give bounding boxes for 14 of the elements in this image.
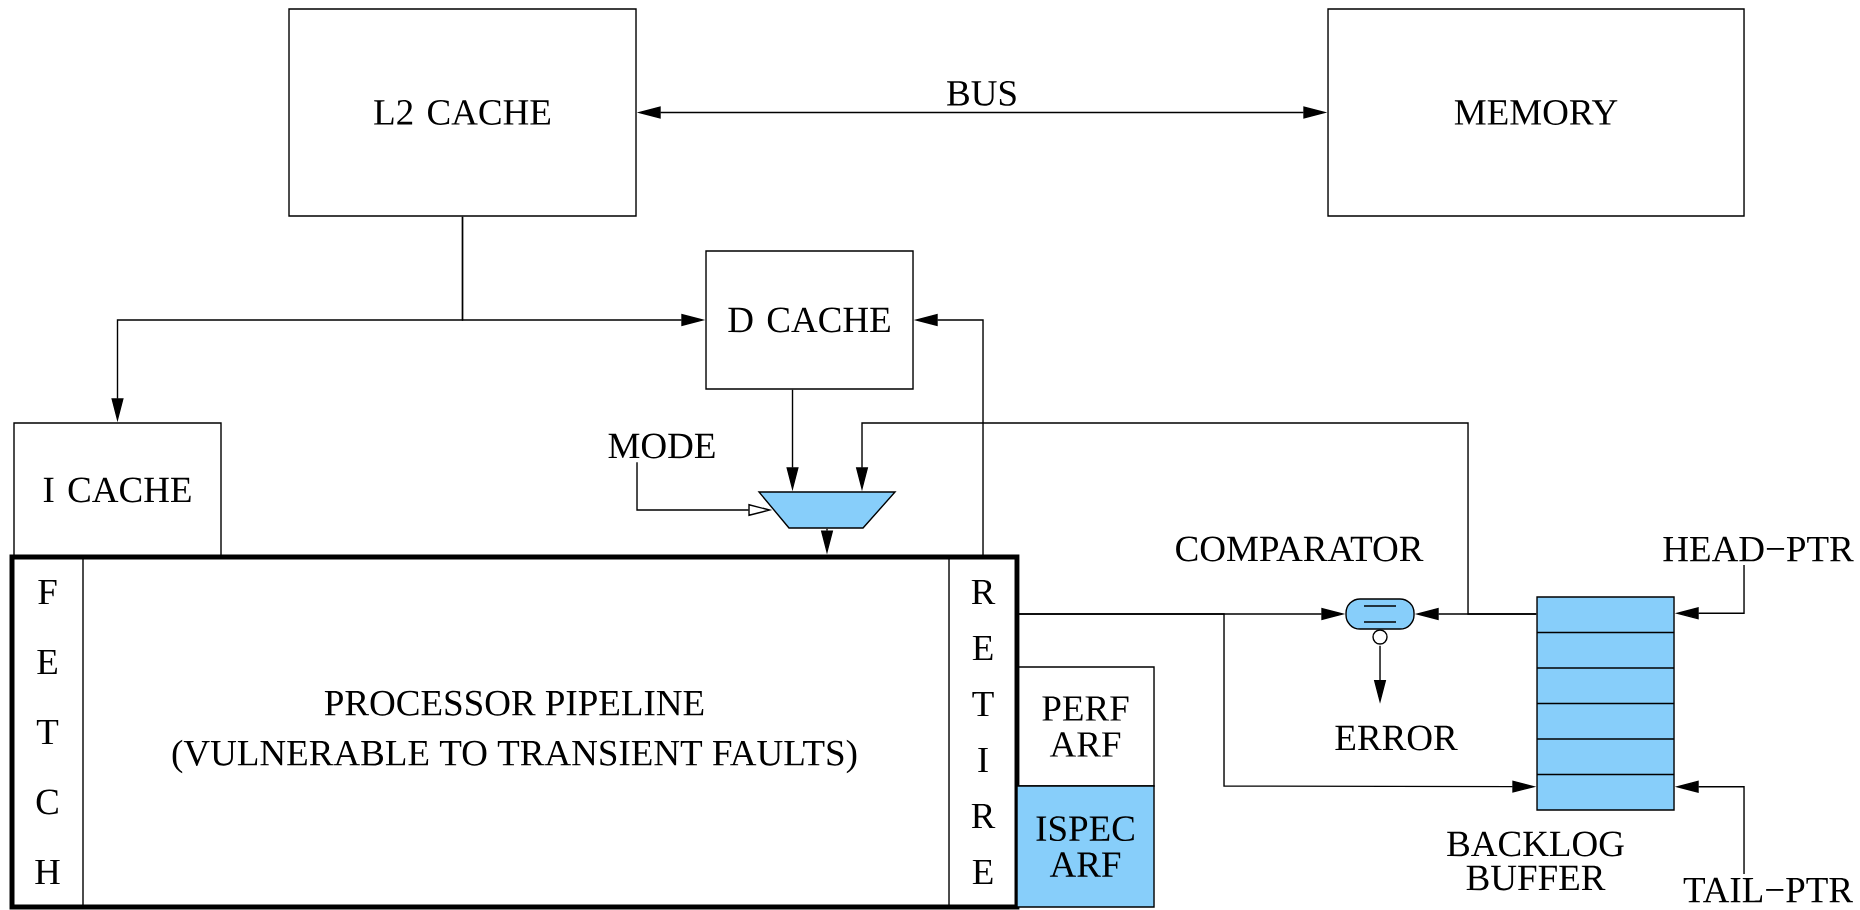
edge-label: BUS	[944, 78, 1020, 108]
pointer-label: HEAD−PTR	[1663, 536, 1854, 562]
error-label: ERROR	[1335, 725, 1458, 751]
buffer-label: BACKLOG BUFFER	[1447, 831, 1624, 891]
mode-label: MODE	[608, 433, 715, 459]
stage-column: F E T C H	[11, 556, 84, 908]
comparator-label: COMPARATOR	[1176, 536, 1424, 562]
register-file-box: ISPEC ARF	[1016, 785, 1155, 908]
pointer-label: TAIL−PTR	[1683, 877, 1853, 903]
stage-column: R E T I R E	[948, 556, 1018, 908]
cache-box: D CACHE	[705, 250, 914, 390]
cache-box: L2 CACHE	[288, 8, 637, 217]
cache-box: I CACHE	[13, 422, 222, 558]
memory-box: MEMORY	[1327, 8, 1745, 217]
